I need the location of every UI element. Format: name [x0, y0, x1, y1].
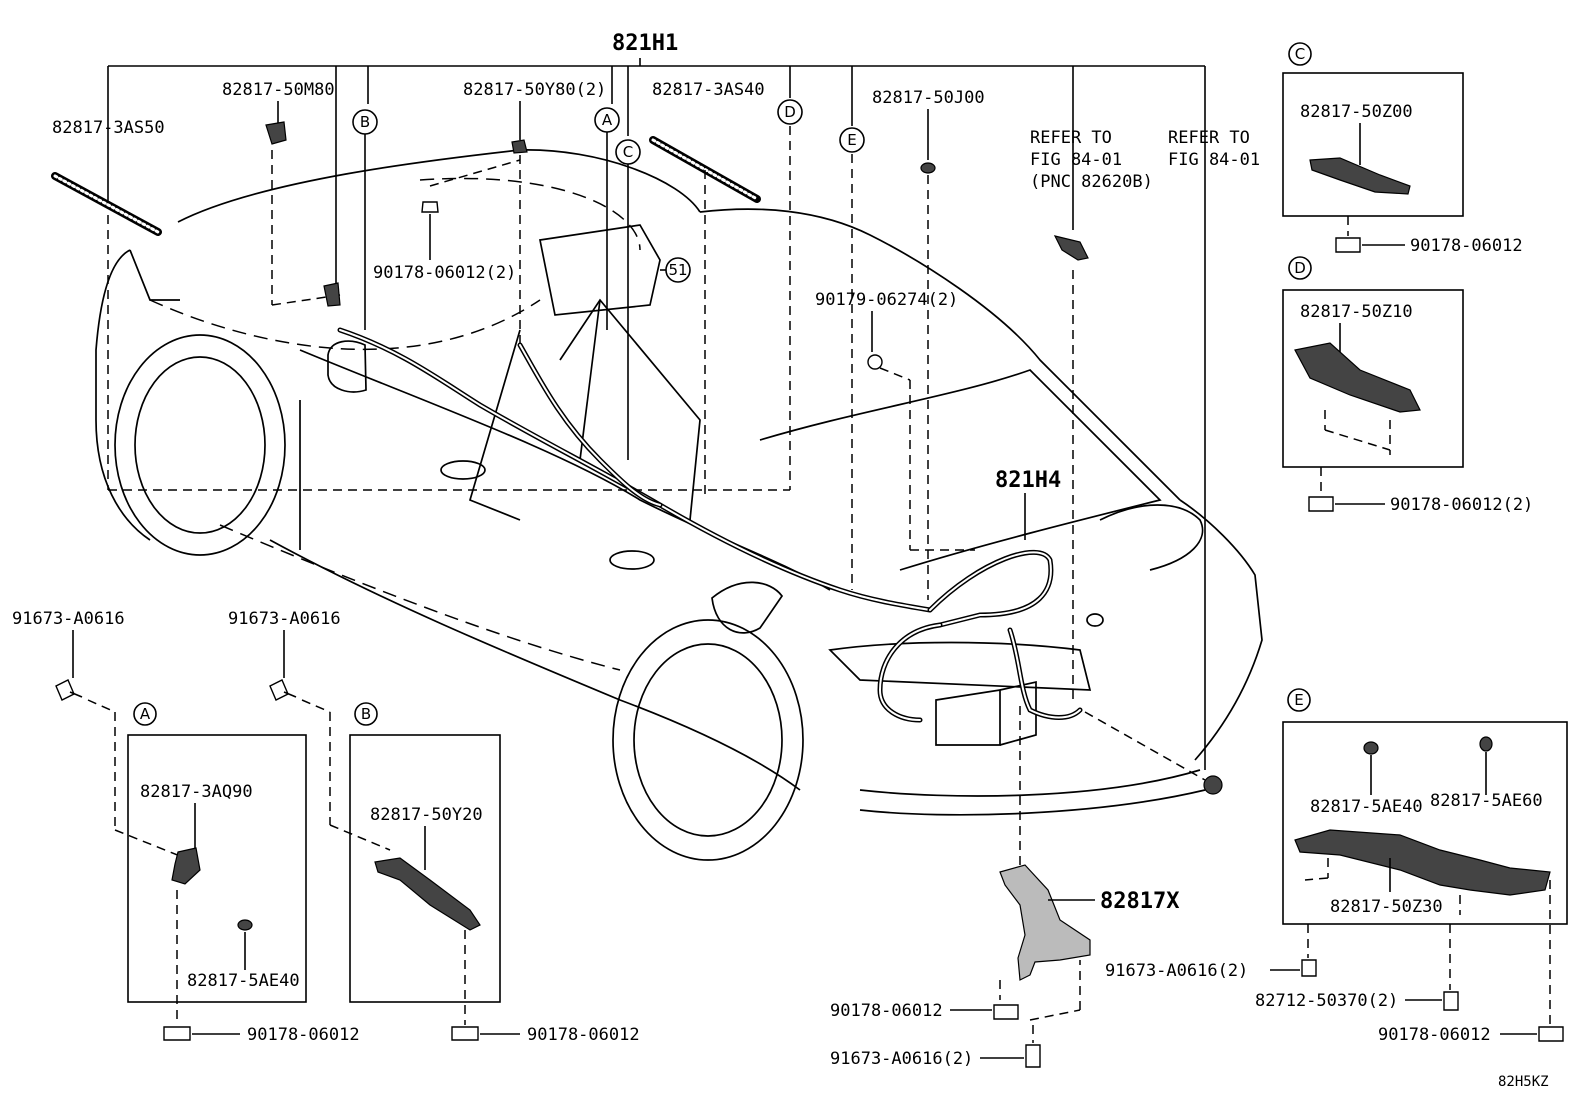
svg-text:90178-06012: 90178-06012 — [247, 1025, 360, 1045]
fastener-90179-06274-2: 90179-06274(2) — [815, 290, 975, 551]
part-82817-50J00: 82817-50J00 — [872, 88, 985, 600]
part-82817-3AS40: 82817-3AS40 — [649, 80, 765, 500]
circle-ref-A-top: A — [594, 107, 620, 330]
svg-text:B: B — [360, 113, 370, 131]
figure-code: 82H5KZ — [1498, 1074, 1549, 1090]
svg-text:E: E — [847, 131, 856, 149]
part-82817-50M80-clip — [265, 121, 287, 145]
detail-C-tag: C — [1295, 45, 1305, 63]
detail-C: C 82817-50Z00 90178-06012 — [1282, 42, 1523, 256]
part-82817-3AS40-label: 82817-3AS40 — [652, 80, 765, 100]
svg-text:FIG 84-01: FIG 84-01 — [1168, 150, 1260, 170]
svg-text:91673-A0616(2): 91673-A0616(2) — [830, 1049, 973, 1069]
circle-ref-D-top: D — [777, 99, 803, 125]
svg-text:82817-5AE40: 82817-5AE40 — [1310, 797, 1423, 817]
part-82817-50M80: 82817-50M80 — [222, 80, 341, 307]
fastener-90178-06012-2-top: 90178-06012(2) — [373, 159, 521, 283]
detail-B: B 82817-50Y20 90178-06012 — [349, 702, 640, 1045]
part-82817-3AQ90-bracket — [171, 847, 201, 885]
detail-A: A 82817-3AQ90 82817-5AE40 90178-06012 — [127, 702, 360, 1045]
svg-text:C: C — [623, 143, 633, 161]
detail-D: D 82817-50Z10 90178-06012(2) — [1282, 256, 1533, 515]
svg-text:82817-50Z30: 82817-50Z30 — [1330, 897, 1443, 917]
svg-text:82712-50370(2): 82712-50370(2) — [1255, 991, 1398, 1011]
svg-text:82817-5AE40: 82817-5AE40 — [187, 971, 300, 991]
svg-text:90178-06012: 90178-06012 — [1378, 1025, 1491, 1045]
svg-text:90178-06012(2): 90178-06012(2) — [373, 263, 516, 283]
svg-text:REFER TO: REFER TO — [1168, 128, 1250, 148]
svg-text:(PNC 82620B): (PNC 82620B) — [1030, 172, 1153, 192]
svg-text:FIG 84-01: FIG 84-01 — [1030, 150, 1122, 170]
harness-wires — [337, 327, 1083, 723]
fastener-90178-06012-bottom: 90178-06012 — [830, 1001, 1019, 1021]
svg-text:90178-06012(2): 90178-06012(2) — [1390, 495, 1533, 515]
part-82817X: 82817X — [999, 700, 1179, 1021]
svg-text:90179-06274(2): 90179-06274(2) — [815, 290, 958, 310]
part-82817-3AS50: 82817-3AS50 — [51, 118, 165, 236]
part-82817-50Z30-bracket — [1294, 829, 1551, 896]
svg-text:91673-A0616: 91673-A0616 — [12, 609, 125, 629]
svg-text:82817-50Z00: 82817-50Z00 — [1300, 102, 1413, 122]
detail-D-tag: D — [1294, 259, 1306, 277]
part-82817-50Z00-bracket — [1309, 157, 1411, 195]
svg-text:90178-06012: 90178-06012 — [1410, 236, 1523, 256]
detail-B-tag: B — [361, 705, 371, 723]
svg-text:82817-3AQ90: 82817-3AQ90 — [140, 782, 253, 802]
svg-text:51: 51 — [668, 261, 687, 279]
fastener-91673-A0616-2-bottom: 91673-A0616(2) — [830, 1025, 1041, 1069]
harness-821H1-label: 821H1 — [612, 31, 678, 56]
svg-text:82817-5AE60: 82817-5AE60 — [1430, 791, 1543, 811]
part-82817-50M80-label: 82817-50M80 — [222, 80, 335, 100]
part-82817X-label: 82817X — [1100, 889, 1179, 914]
svg-text:A: A — [602, 111, 613, 129]
svg-text:91673-A0616(2): 91673-A0616(2) — [1105, 961, 1248, 981]
part-82817-50Y20-bracket — [374, 857, 481, 931]
refer-fig-84-01-left: REFER TO FIG 84-01 (PNC 82620B) — [1030, 128, 1153, 261]
detail-E: E 82817-5AE40 82817-5AE60 82817-50Z30 91… — [1105, 688, 1568, 1045]
refer-fig-84-01-right: REFER TO FIG 84-01 — [1168, 128, 1260, 795]
harness-821H4-label: 821H4 — [995, 468, 1061, 493]
circle-ref-B-top: B — [352, 109, 378, 330]
part-82817-50Z10-bracket — [1294, 342, 1421, 413]
part-82817-50Y80: 82817-50Y80(2) — [463, 80, 606, 345]
circle-ref-E-top: E — [839, 127, 865, 153]
vehicle-outline — [95, 149, 1263, 861]
svg-text:90178-06012: 90178-06012 — [527, 1025, 640, 1045]
svg-text:REFER TO: REFER TO — [1030, 128, 1112, 148]
detail-A-tag: A — [140, 705, 151, 723]
fastener-91673-A0616-left: 91673-A0616 — [12, 609, 181, 857]
part-82817-3AS50-label: 82817-3AS50 — [52, 118, 165, 138]
harness-821H4: 821H4 — [995, 468, 1061, 540]
svg-text:82817-50Z10: 82817-50Z10 — [1300, 302, 1413, 322]
part-82817-50Y80-label: 82817-50Y80(2) — [463, 80, 606, 100]
svg-text:82817-50Y20: 82817-50Y20 — [370, 805, 483, 825]
circle-ref-C-top: C — [615, 139, 641, 460]
detail-E-tag: E — [1294, 691, 1303, 709]
ref-51: 51 — [538, 224, 691, 316]
svg-text:90178-06012: 90178-06012 — [830, 1001, 943, 1021]
fastener-91673-A0616-mid: 91673-A0616 — [228, 609, 391, 851]
svg-text:91673-A0616: 91673-A0616 — [228, 609, 341, 629]
part-82817-50J00-label: 82817-50J00 — [872, 88, 985, 108]
svg-text:D: D — [784, 103, 796, 121]
part-82817X-bracket — [999, 864, 1091, 981]
harness-821H1-bracket: 821H1 — [107, 31, 1206, 770]
